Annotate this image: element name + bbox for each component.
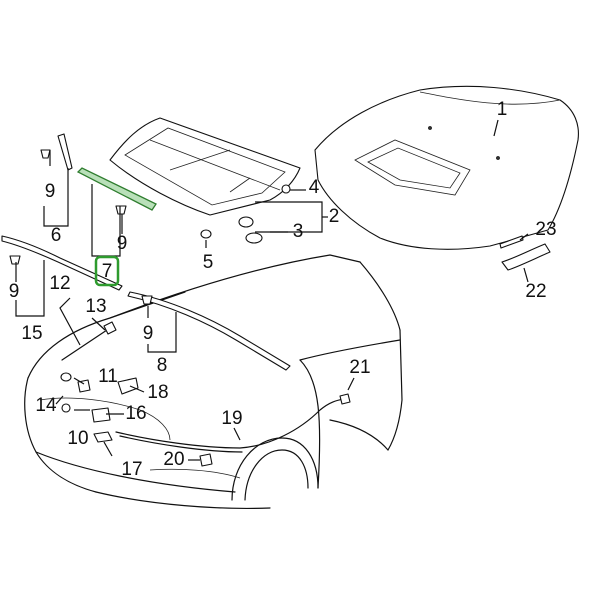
callout-9-b: 9	[117, 233, 128, 254]
callout-16: 16	[125, 403, 146, 424]
callout-19: 19	[221, 408, 242, 429]
callout-21: 21	[349, 357, 370, 378]
part-15-seal	[1, 235, 123, 291]
callout-9-d: 9	[143, 323, 154, 344]
callout-7-highlight-box	[94, 255, 120, 287]
callout-18: 18	[147, 382, 168, 403]
car-body-outline	[24, 254, 403, 510]
hardware-parts	[9, 149, 551, 467]
callout-6: 6	[51, 225, 62, 246]
callout-numbers: 1 2 3 4 5 6 7 8 9 9 9 9 10 11 12 13 14 1…	[9, 99, 557, 480]
callout-4: 4	[309, 177, 320, 198]
hood-panel	[314, 85, 579, 250]
callout-22: 22	[525, 281, 546, 302]
hood-insulator	[109, 117, 301, 216]
callout-15: 15	[21, 323, 42, 344]
callout-20: 20	[163, 449, 184, 470]
hood-release-cable	[115, 397, 349, 449]
callout-10: 10	[67, 428, 88, 449]
callout-8: 8	[157, 355, 168, 376]
callout-5: 5	[203, 252, 214, 273]
callout-13: 13	[85, 296, 106, 317]
hood-support-rod	[61, 327, 111, 361]
callout-9-c: 9	[9, 281, 20, 302]
part-13-clip	[103, 321, 117, 335]
callout-23: 23	[535, 219, 556, 240]
callout-7: 7	[102, 261, 113, 282]
callout-17: 17	[121, 459, 142, 480]
callout-3: 3	[293, 221, 304, 242]
callout-9-a: 9	[45, 181, 56, 202]
hood-seal-part-7	[76, 167, 157, 211]
callout-2: 2	[329, 206, 340, 227]
callout-12: 12	[49, 273, 70, 294]
callout-11: 11	[98, 366, 118, 387]
callout-14: 14	[35, 395, 57, 416]
callout-1: 1	[497, 99, 508, 120]
part-6-deflector	[57, 133, 73, 171]
